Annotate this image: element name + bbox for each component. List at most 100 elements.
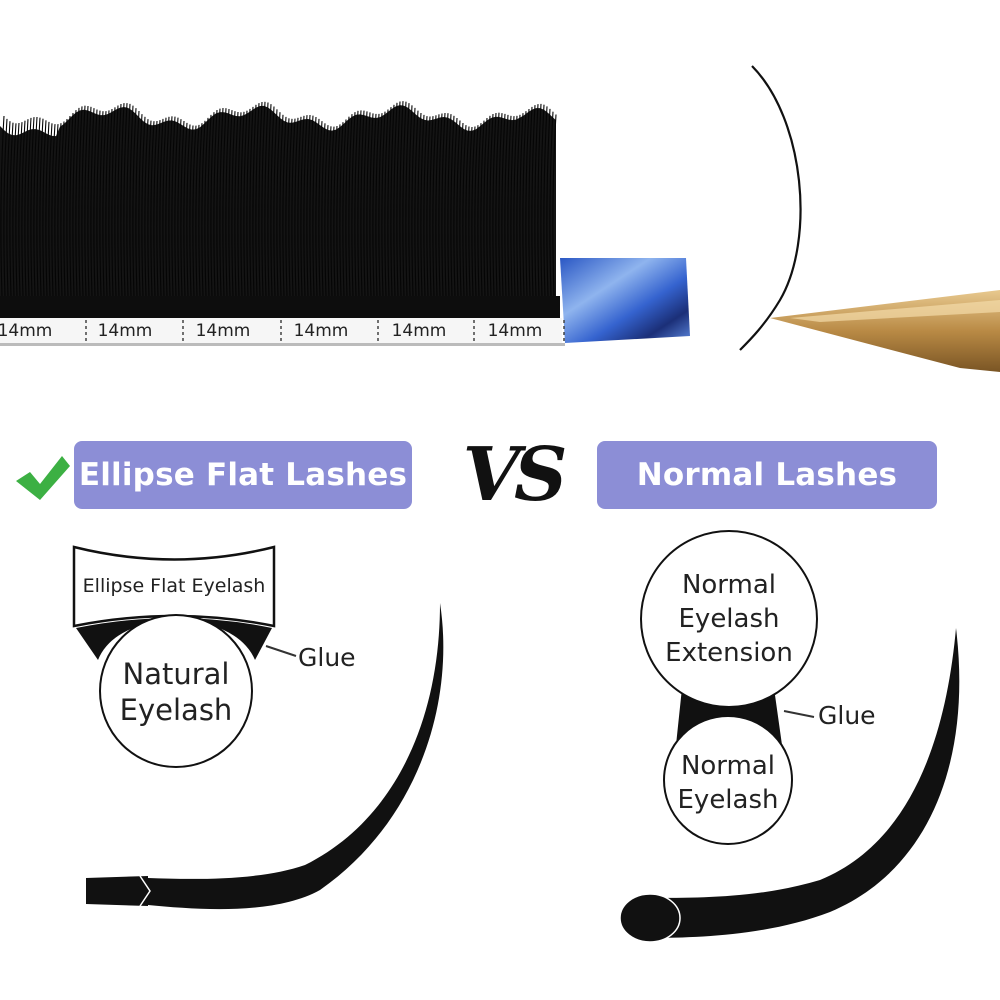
lash-fiber [519, 113, 524, 297]
strip-length-label: 14mm [97, 321, 153, 341]
lash-fiber [387, 107, 392, 297]
lash-fiber [486, 115, 491, 297]
lash-fiber [159, 118, 164, 297]
strip-length-label: 14mm [195, 321, 251, 341]
lash-fiber [81, 105, 86, 297]
lash-fiber [210, 112, 215, 297]
lash-fiber [438, 113, 443, 297]
lash-fiber [207, 114, 212, 297]
lash-fiber [342, 119, 347, 297]
lash-fiber [240, 111, 245, 297]
lash-fiber [291, 118, 296, 297]
lash-fiber [381, 111, 386, 297]
lash-fiber [54, 124, 59, 297]
lash-fiber [432, 115, 437, 297]
flat-lash-cross-section [72, 545, 276, 628]
lash-fiber [18, 122, 23, 297]
lash-fiber [174, 117, 179, 297]
lash-fiber [87, 106, 92, 297]
lash-fiber [282, 116, 287, 297]
lash-fiber [480, 120, 485, 297]
left-flat-lash-end-face [139, 875, 151, 907]
left-glue-label: Glue [298, 643, 356, 672]
lash-fiber-texture [0, 101, 557, 297]
lash-fiber [135, 110, 140, 297]
lash-fiber [462, 125, 467, 297]
lash-fiber [315, 118, 320, 297]
lash-fiber [66, 115, 71, 297]
lash-fiber [549, 111, 554, 297]
lash-fiber [189, 125, 194, 297]
lash-fiber [459, 122, 464, 297]
lash-fiber [198, 123, 203, 297]
strip-blue-tab [560, 258, 690, 343]
lash-fiber [228, 110, 233, 297]
lash-fiber [21, 120, 26, 297]
lash-fiber [300, 115, 305, 297]
normal-eyelash-circle [663, 715, 793, 845]
strip-length-label: 14mm [293, 321, 349, 341]
lash-fiber [516, 114, 521, 297]
tweezer [770, 290, 1000, 372]
lash-fiber [498, 113, 503, 297]
lash-fiber [105, 110, 110, 297]
lash-fiber [552, 114, 557, 297]
lash-fiber [339, 122, 344, 297]
lash-fiber [321, 123, 326, 297]
left-glue [76, 618, 272, 660]
lash-fiber [288, 118, 293, 297]
lash-fiber [528, 106, 533, 297]
lash-fiber [132, 108, 137, 297]
lash-fiber [168, 116, 173, 297]
right-glue-label: Glue [818, 701, 876, 730]
lash-fiber [30, 117, 35, 297]
lash-fiber [348, 114, 353, 297]
lash-fiber [399, 101, 404, 297]
lash-fiber [396, 101, 401, 297]
lash-fiber [162, 117, 167, 297]
lash-fiber [63, 118, 68, 297]
lash-fiber [309, 115, 314, 297]
lash-fiber [153, 120, 158, 297]
lash-fiber [24, 119, 29, 297]
strip-length-label: 14mm [487, 321, 543, 341]
lash-fiber [351, 112, 356, 297]
lash-fiber [234, 111, 239, 297]
lash-fiber [147, 120, 152, 297]
lash-fiber [12, 123, 17, 297]
lash-fiber [102, 111, 107, 297]
lash-fiber [447, 114, 452, 297]
lash-fiber [9, 122, 14, 297]
lash-fiber [303, 115, 308, 297]
lash-fiber [279, 114, 284, 297]
lash-fiber [264, 102, 269, 297]
lash-fiber [75, 107, 80, 297]
lash-fiber [354, 110, 359, 297]
right-glue-pointer [783, 710, 815, 718]
lash-fiber [60, 121, 65, 297]
lash-fiber [120, 103, 125, 297]
lash-fiber [27, 117, 32, 297]
lash-fiber [495, 112, 500, 297]
lash-fiber [360, 110, 365, 297]
lash-fiber [468, 126, 473, 297]
lash-fiber [531, 105, 536, 297]
lash-fiber [48, 123, 53, 297]
strip-base [0, 296, 560, 318]
tweezer-shine [790, 300, 1000, 322]
normal-eyelash-line1: Normal [680, 751, 776, 781]
lash-fiber [243, 110, 248, 297]
lash-fiber [546, 108, 551, 297]
lash-fiber [231, 111, 236, 297]
lash-fiber [456, 120, 461, 297]
extension-line1: Normal [681, 570, 777, 600]
strip-length-label: 14mm [391, 321, 447, 341]
ellipse-flat-lashes-banner: Ellipse Flat Lashes [74, 441, 412, 509]
lash-fiber [249, 106, 254, 297]
lash-fiber [534, 104, 539, 297]
lash-fiber [312, 116, 317, 297]
single-lash-curve [739, 65, 802, 351]
lash-fiber [123, 103, 128, 297]
lash-fiber [90, 108, 95, 297]
lash-fiber [513, 115, 518, 297]
